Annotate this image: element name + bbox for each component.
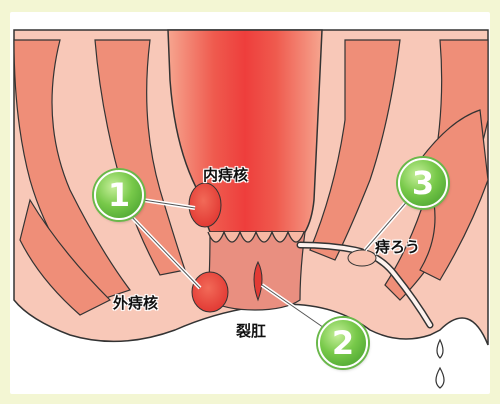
label-external-hemorrhoid: 外痔核: [113, 292, 158, 313]
label-fissure: 裂肛: [236, 320, 266, 341]
badge-1: 1: [94, 170, 144, 220]
badge-2: 2: [318, 318, 368, 368]
badge-3: 3: [398, 158, 448, 208]
internal-hemorrhoid-bump: [189, 183, 221, 227]
drop-lower: [436, 368, 444, 388]
label-fistula: 痔ろう: [375, 236, 420, 257]
drop-upper: [437, 340, 443, 358]
label-internal-hemorrhoid: 内痔核: [203, 164, 248, 185]
fistula-pocket: [348, 250, 376, 266]
external-hemorrhoid-bump: [192, 272, 228, 312]
